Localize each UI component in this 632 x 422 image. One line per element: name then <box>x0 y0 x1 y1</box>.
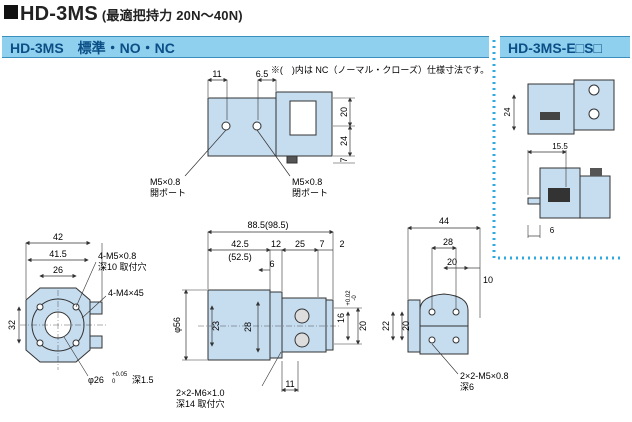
front-dim: +0.02 <box>346 290 352 306</box>
right-dim: 44 <box>439 216 449 226</box>
top-dim: 24 <box>339 136 349 146</box>
title-square-icon <box>4 5 18 19</box>
mount-hole-callout: 2×2-M6×1.0 <box>176 388 225 398</box>
top-dim: 6.5 <box>256 69 269 79</box>
open-port-label: 開ポート <box>150 188 186 198</box>
sensor-dim: 15.5 <box>552 142 568 151</box>
front-dim: φ56 <box>172 317 182 333</box>
title-sub: (最適把持力 20N〜40N) <box>101 8 243 23</box>
sensor-side-views: 24 15.5 6 <box>503 79 615 238</box>
front-dim: -0 <box>352 295 358 301</box>
sensor-dim: 24 <box>503 107 512 116</box>
front-dim: 2 <box>339 239 344 249</box>
front-dim: (52.5) <box>228 252 252 262</box>
front-dim: 88.5(98.5) <box>247 220 288 230</box>
port-callout: 2×2-M5×0.8 <box>460 371 509 381</box>
right-dim: 20 <box>401 321 411 331</box>
tap-callout: 4-M5×0.8 <box>98 251 136 261</box>
front-dim: 20 <box>358 321 368 331</box>
front-dim: 7 <box>319 239 324 249</box>
close-port-label: 閉ポート <box>292 188 328 198</box>
front-dim: 42.5 <box>231 239 249 249</box>
top-view: 11 6.5 20 24 7 M5×0.8 開ポート M5×0.8 閉ポート <box>150 69 355 198</box>
front-view: 88.5(98.5) 42.5 (52.5) 12 25 7 2 6 23 28… <box>172 220 368 409</box>
right-dim: 20 <box>447 257 457 267</box>
top-dim: 20 <box>339 107 349 117</box>
bore-callout: 深1.5 <box>132 375 154 385</box>
front-dim: 28 <box>243 322 253 332</box>
right-dim: 10 <box>483 275 493 285</box>
sensor-dim: 6 <box>550 226 555 235</box>
tap-callout: 深10 取付穴 <box>98 261 147 272</box>
tap-callout-2: 4-M4×45 <box>108 288 144 298</box>
top-dim: 7 <box>339 157 349 162</box>
front-dim: 25 <box>295 239 305 249</box>
front-dim: 11 <box>285 379 294 389</box>
mount-hole-callout: 深14 取付穴 <box>176 398 225 409</box>
right-dim: 28 <box>443 237 453 247</box>
open-port-label: M5×0.8 <box>150 177 180 187</box>
bore-callout: +0.05 <box>112 372 128 378</box>
nc-note: ※( )内は NC（ノーマル・クローズ）仕様寸法です。 <box>271 64 489 75</box>
front-dim: 12 <box>271 239 281 249</box>
port-callout: 深6 <box>460 382 474 392</box>
right-dim: 22 <box>381 321 391 331</box>
front-dim: 23 <box>211 321 221 331</box>
left-dim: 26 <box>53 265 63 275</box>
section-divider <box>492 40 622 260</box>
standard-model-bar: HD-3MS 標準・NO・NC <box>2 36 489 58</box>
front-dim: 6 <box>269 259 274 269</box>
sensor-model-bar: HD-3MS-E□S□ <box>500 36 630 58</box>
left-end-view: 42 41.5 26 32 4-M5×0.8 深10 取付穴 4-M4×45 φ… <box>7 232 154 385</box>
right-end-view: 44 28 20 10 22 20 2×2-M5×0.8 深6 <box>381 216 509 392</box>
bore-callout: 0 <box>112 379 116 385</box>
left-dim: 42 <box>53 232 63 242</box>
front-dim: 16 <box>336 313 346 323</box>
page-title: HD-3MS(最適把持力 20N〜40N) <box>4 3 243 26</box>
title-main: HD-3MS <box>20 3 98 25</box>
left-dim: 41.5 <box>49 249 67 259</box>
close-port-label: M5×0.8 <box>292 177 322 187</box>
top-dim: 11 <box>212 69 221 79</box>
bore-callout: φ26 <box>88 375 104 385</box>
left-dim: 32 <box>7 320 17 330</box>
